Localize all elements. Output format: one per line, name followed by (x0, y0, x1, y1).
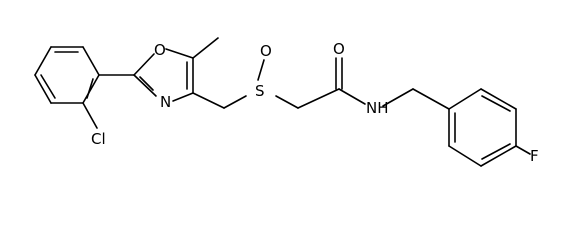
atom-label-oxazole-n: N (160, 93, 171, 111)
bond-ox-n3-c2-inner (139, 76, 154, 91)
bond-ph1-c4-c5-inner (40, 74, 56, 99)
chemical-structure-diagram: O N S O O NH Cl F (34, 37, 539, 167)
atom-labels: O N S O O NH Cl F (91, 40, 539, 165)
bond-s-ch2 (275, 95, 299, 109)
bond-methyl (192, 37, 219, 59)
bond-c-cl (82, 102, 98, 129)
atom-label-sulfoxide-o: O (260, 42, 272, 60)
bond-ph1-c6-c1-inner (86, 78, 94, 99)
atom-label-chloro: Cl (91, 130, 106, 148)
bond-ph2-c5-c6 (448, 145, 482, 167)
bond-ch2-ph2 (412, 88, 450, 110)
bond-s-o (257, 59, 265, 81)
bond-ph1-c3-c4 (34, 46, 52, 76)
atom-label-oxazole-o: O (154, 41, 166, 59)
bond-ph2-c4-c5-inner (481, 143, 511, 160)
bond-ph2-c2-c3-inner (481, 95, 511, 112)
bond-ox-n3-c2 (133, 74, 157, 97)
bond-ox-c2-o1 (133, 53, 155, 76)
bond-ch2-co (297, 88, 340, 109)
bond-ch2-s (223, 95, 247, 109)
bond-ph1-c4-c5 (34, 74, 52, 104)
bonds (34, 37, 531, 167)
bond-co-n (338, 88, 366, 105)
bond-c-f (515, 145, 531, 155)
atom-label-sulfoxide-s: S (255, 82, 265, 100)
atom-label-carbonyl-o: O (333, 40, 345, 58)
bond-ph1-c1-c2 (82, 46, 100, 76)
bond-c4-ch2 (192, 92, 225, 109)
bond-n-ch2 (382, 88, 414, 107)
atom-label-amide-nh: NH (366, 99, 389, 117)
bond-ph2-c1-c2 (448, 88, 482, 110)
bond-ph1-c6-c1 (82, 74, 100, 104)
atom-label-fluoro: F (530, 147, 539, 165)
bond-ox-o1-c5 (165, 48, 194, 59)
bond-ox-c4-n3 (172, 92, 194, 102)
bond-ph2-c2-c3 (480, 88, 517, 110)
bond-ph2-c4-c5 (480, 145, 517, 167)
